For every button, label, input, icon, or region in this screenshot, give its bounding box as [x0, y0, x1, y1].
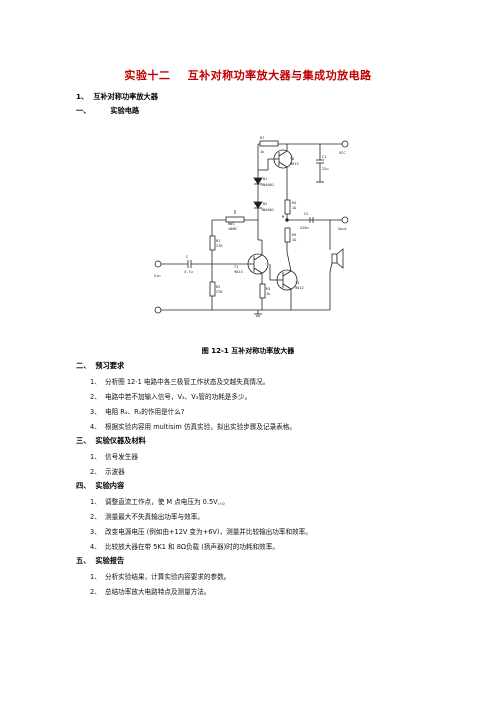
label-cin: C: [186, 255, 188, 259]
label-r2-val: 27K: [216, 290, 223, 294]
list-item: 1、 分析实验结果，计算实验内容要求的参数。: [90, 573, 231, 581]
label-r5-val: 1Ω: [292, 238, 297, 242]
label-r7-val: 1k: [260, 150, 265, 154]
list-item: 1、 调整直流工作点，使 M 点电压为 0.5V꜀꜀。: [90, 498, 229, 506]
list-item: 1、 信号发生器: [90, 453, 138, 461]
label-d1-type: 1N4001: [261, 183, 274, 187]
label-r3: R3: [266, 287, 270, 291]
label-r1: R1: [216, 239, 220, 243]
label-d2: D2: [263, 202, 267, 206]
label-r7: R7: [260, 136, 264, 140]
list-item: 2、 电路中若不加输入信号，V₂、V₃管的功耗是多少。: [90, 393, 252, 401]
label-t2-type: 9013: [290, 162, 299, 166]
list-item: 4、 比较放大器在带 5K1 和 8Ω负载 (扬声器)时的功耗和效率。: [90, 543, 279, 551]
label-c2: C2: [304, 212, 308, 216]
label-cin-val: 4.7u: [184, 270, 193, 274]
figure-caption: 图 12-1 互补对称功率放大器: [201, 347, 295, 355]
label-rw1-val: 100K: [228, 227, 237, 231]
label-t1-type: 9013: [234, 270, 243, 274]
label-vin: Vin: [154, 274, 161, 278]
list-item: 2、 测量最大不失真输出功率与效率。: [90, 513, 204, 521]
section-1-subheading: 一、 实验电路: [76, 106, 140, 115]
list-item: 3、 改变电源电压 (例如由+12V 变为+6V)，测量并比较输出功率和效率。: [90, 528, 312, 536]
label-vout: Vout: [338, 227, 347, 231]
page-title: 实验十二 互补对称功率放大器与集成功放电路: [124, 69, 372, 82]
label-r5: R5: [292, 233, 296, 237]
label-t3-type: 9012: [295, 286, 304, 290]
section-4-heading: 四、 实验内容: [76, 481, 125, 490]
label-t3: T3: [295, 281, 299, 285]
label-r4: R4: [292, 201, 296, 205]
list-item: 3、 电阻 R₄、R₅的作用是什么?: [90, 408, 185, 416]
label-c1-val: 22u: [322, 167, 329, 171]
label-r4-val: 1Ω: [292, 206, 297, 210]
label-d1: D1: [263, 177, 267, 181]
section-1-heading: 1、 互补对称功率放大器: [76, 92, 158, 101]
label-t1: T1: [234, 265, 238, 269]
label-vcc: VCC: [339, 151, 346, 155]
label-c1: C1: [322, 155, 326, 159]
list-item: 1、 分析图 12-1 电路中各三极管工作状态及交越失真情况。: [90, 378, 270, 386]
circuit-diagram: R7 1k T2 9013 C1 22u VCC D1 1N4001 D2 1N…: [154, 136, 349, 317]
label-d2-type: 1N4001: [261, 208, 274, 212]
list-item: 4、 根据实验内容用 multisim 仿真实验，拟出实验步骤及记录表格。: [90, 423, 296, 431]
list-item: 2、 示波器: [90, 468, 125, 476]
label-rw1: RW1: [228, 222, 235, 226]
label-c2-val: 220u: [300, 226, 309, 230]
label-r3-val: 1k: [266, 292, 271, 296]
list-item: 2、 总结功率放大电路特点及测量方法。: [90, 588, 211, 596]
section-3-heading: 三、 实验仪器及材料: [76, 436, 146, 445]
section-5-heading: 五、 实验报告: [76, 556, 125, 565]
label-r2: R2: [216, 285, 220, 289]
label-r1-val: 27K: [216, 244, 223, 248]
label-m: M: [282, 215, 285, 219]
label-t2: T2: [290, 157, 294, 161]
section-2-heading: 二、 预习要求: [76, 361, 125, 370]
